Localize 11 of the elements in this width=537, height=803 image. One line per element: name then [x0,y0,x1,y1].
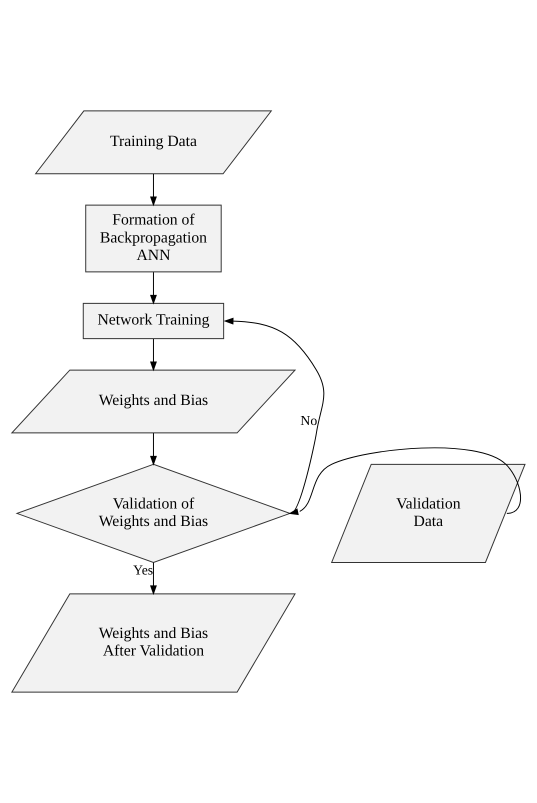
edge-label: Yes [133,562,154,578]
node-box: Formation of Backpropagation ANN [85,204,222,272]
arrow [288,447,521,516]
arrow [150,173,157,206]
edge-label: No [300,412,318,428]
arrow [150,272,157,305]
node-box: Network Training [82,302,224,340]
node-diamond: Validation of Weights and Bias [16,464,292,564]
arrow [150,432,157,466]
arrow [150,562,157,596]
arrow [150,338,157,372]
